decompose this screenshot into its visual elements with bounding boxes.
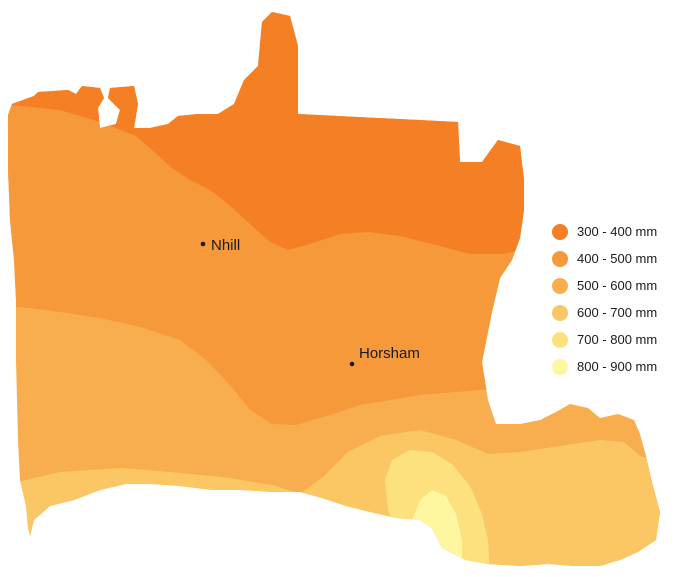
legend-item: 500 - 600 mm: [552, 276, 680, 295]
legend-label: 400 - 500 mm: [577, 251, 658, 266]
legend-swatch: [552, 331, 568, 348]
legend-label: 600 - 700 mm: [577, 305, 658, 320]
legend-label: 800 - 900 mm: [577, 359, 658, 374]
legend-item: 700 - 800 mm: [552, 330, 680, 349]
legend-swatch: [552, 250, 568, 267]
town-dot-nhill: [200, 241, 206, 247]
town-marker-nhill: Nhill: [200, 237, 240, 254]
town-dot-horsham: [349, 361, 355, 367]
map-legend: 300 - 400 mm 400 - 500 mm 500 - 600 mm 6…: [552, 222, 680, 384]
legend-label: 300 - 400 mm: [577, 224, 658, 239]
legend-item: 800 - 900 mm: [552, 357, 680, 376]
legend-swatch: [552, 223, 568, 240]
legend-item: 600 - 700 mm: [552, 303, 680, 322]
legend-item: 400 - 500 mm: [552, 249, 680, 268]
legend-label: 500 - 600 mm: [577, 278, 658, 293]
legend-swatch: [552, 358, 568, 375]
legend-item: 300 - 400 mm: [552, 222, 680, 241]
legend-swatch: [552, 277, 568, 294]
legend-swatch: [552, 304, 568, 321]
town-label-nhill: Nhill: [211, 237, 240, 254]
town-label-horsham: Horsham: [359, 345, 420, 362]
town-marker-horsham: Horsham: [349, 345, 420, 367]
legend-label: 700 - 800 mm: [577, 332, 658, 347]
